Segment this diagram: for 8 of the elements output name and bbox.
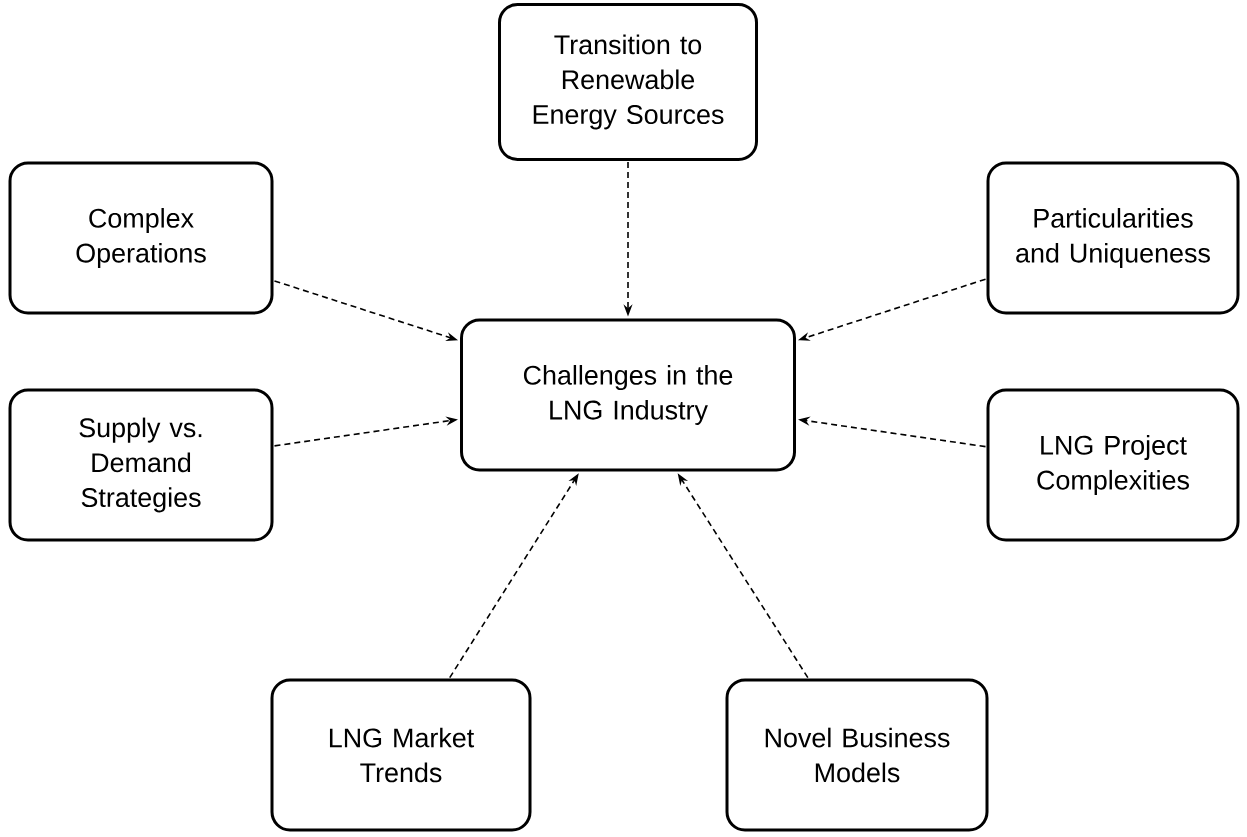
rounded-box: Particularities and Uniqueness [986, 161, 1240, 315]
rounded-box: Challenges in the LNG Industry [460, 318, 796, 472]
rounded-box: Complex Operations [8, 161, 274, 315]
rounded-box: LNG Project Complexities [986, 388, 1240, 542]
rounded-box: LNG Market Trends [270, 678, 532, 832]
rounded-box: Novel Business Models [725, 678, 989, 832]
rounded-box: Supply vs. Demand Strategies [8, 388, 274, 542]
rounded-box: Transition to Renewable Energy Sources [498, 3, 758, 161]
